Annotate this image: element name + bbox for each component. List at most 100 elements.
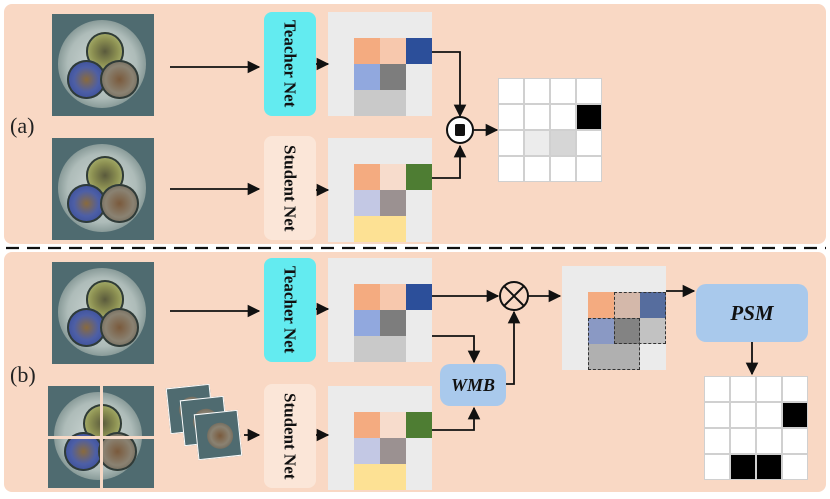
grid-cell xyxy=(380,438,406,464)
grid-cell xyxy=(730,376,756,402)
teacher-feature-map-b xyxy=(328,258,432,362)
weighted-feature-map xyxy=(562,266,666,370)
grid-cell xyxy=(328,190,354,216)
patch-cut-horizontal xyxy=(48,435,154,439)
grid-cell xyxy=(704,402,730,428)
grid-cell xyxy=(354,336,380,362)
grid-cell xyxy=(328,310,354,336)
grid-cell xyxy=(328,64,354,90)
teacher-net-a: Teacher Net xyxy=(264,12,316,116)
grid-cell xyxy=(576,130,602,156)
teacher-net-b: Teacher Net xyxy=(264,258,316,362)
grid-cell xyxy=(406,412,432,438)
grid-cell xyxy=(328,90,354,116)
grid-cell xyxy=(576,156,602,182)
wire-strand xyxy=(99,183,139,223)
grid-cell xyxy=(640,318,666,344)
grid-cell xyxy=(576,104,602,130)
grid-cell xyxy=(328,258,354,284)
grid-cell xyxy=(704,428,730,454)
wire-strand xyxy=(67,307,107,347)
grid-cell xyxy=(328,336,354,362)
grid-cell xyxy=(380,412,406,438)
grid-cell xyxy=(730,428,756,454)
grid-cell xyxy=(380,90,406,116)
grid-cell xyxy=(756,428,782,454)
grid-cell xyxy=(406,138,432,164)
wire-strand xyxy=(67,59,107,99)
grid-cell xyxy=(328,138,354,164)
input-image-b-student xyxy=(48,386,154,488)
grid-cell xyxy=(406,464,432,490)
grid-cell xyxy=(328,412,354,438)
grid-cell xyxy=(354,412,380,438)
grid-cell xyxy=(354,164,380,190)
grid-cell xyxy=(550,78,576,104)
grid-cell xyxy=(406,164,432,190)
grid-cell xyxy=(562,292,588,318)
student-net-b: Student Net xyxy=(264,384,316,488)
grid-cell xyxy=(576,78,602,104)
grid-cell xyxy=(354,64,380,90)
grid-cell xyxy=(782,454,808,480)
grid-cell xyxy=(354,284,380,310)
grid-cell xyxy=(588,292,614,318)
grid-cell xyxy=(354,38,380,64)
grid-cell xyxy=(498,104,524,130)
grid-cell xyxy=(782,428,808,454)
grid-cell xyxy=(380,386,406,412)
grid-cell xyxy=(328,164,354,190)
grid-cell xyxy=(380,336,406,362)
grid-cell xyxy=(328,438,354,464)
teacher-feature-map-a xyxy=(328,12,432,116)
grid-cell xyxy=(498,130,524,156)
grid-cell xyxy=(354,12,380,38)
grid-cell xyxy=(550,130,576,156)
student-net-a: Student Net xyxy=(264,136,316,240)
grid-cell xyxy=(562,344,588,370)
grid-cell xyxy=(354,310,380,336)
grid-cell xyxy=(524,104,550,130)
wire-strand xyxy=(99,59,139,99)
grid-cell xyxy=(406,64,432,90)
grid-cell xyxy=(550,156,576,182)
grid-cell xyxy=(704,376,730,402)
grid-cell xyxy=(524,130,550,156)
grid-cell xyxy=(406,336,432,362)
output-anomaly-map xyxy=(704,376,808,480)
grid-cell xyxy=(588,266,614,292)
grid-cell xyxy=(380,64,406,90)
grid-cell xyxy=(406,216,432,242)
grid-cell xyxy=(756,402,782,428)
input-image-a-student xyxy=(52,138,154,240)
wire-strand xyxy=(67,183,107,223)
grid-cell xyxy=(782,376,808,402)
grid-cell xyxy=(406,258,432,284)
grid-cell xyxy=(524,156,550,182)
grid-cell xyxy=(406,90,432,116)
arrow-wmb-to-multiply xyxy=(506,310,521,385)
grid-cell xyxy=(380,138,406,164)
arrow-teacher-to-wmb xyxy=(432,335,481,364)
input-image-a-teacher xyxy=(52,14,154,116)
subtract-bar xyxy=(455,124,465,136)
grid-cell xyxy=(354,216,380,242)
grid-cell xyxy=(406,386,432,412)
grid-cell xyxy=(406,310,432,336)
grid-cell xyxy=(406,284,432,310)
student-feature-map-b xyxy=(328,386,432,490)
grid-cell xyxy=(328,216,354,242)
grid-cell xyxy=(782,402,808,428)
grid-cell xyxy=(614,318,640,344)
grid-cell xyxy=(354,438,380,464)
grid-cell xyxy=(550,104,576,130)
grid-cell xyxy=(354,90,380,116)
grid-cell xyxy=(614,344,640,370)
grid-cell xyxy=(406,438,432,464)
wmb-module: WMB xyxy=(440,364,506,406)
grid-cell xyxy=(562,318,588,344)
grid-cell xyxy=(380,12,406,38)
grid-cell xyxy=(498,156,524,182)
grid-cell xyxy=(354,386,380,412)
